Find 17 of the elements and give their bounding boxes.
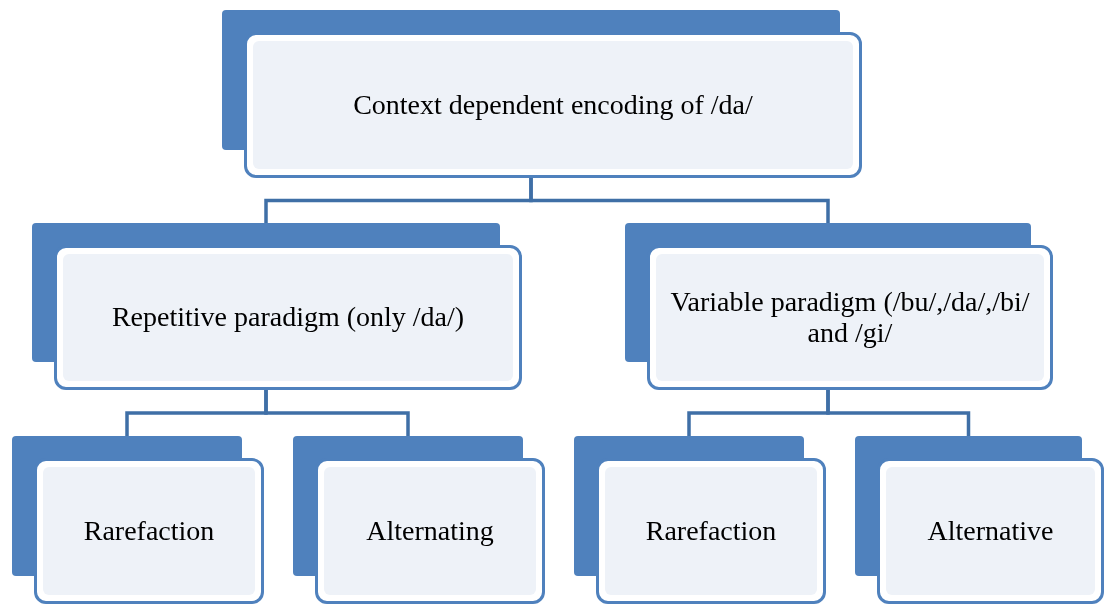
node-box bbox=[222, 10, 862, 178]
node-box bbox=[293, 436, 545, 604]
node-box bbox=[574, 436, 826, 604]
node-label: Rarefaction bbox=[83, 515, 215, 547]
node-box bbox=[625, 223, 1053, 390]
node-label: Alternating bbox=[366, 515, 494, 547]
connector-line bbox=[264, 390, 410, 436]
node-box bbox=[32, 223, 522, 390]
node-label: Context dependent encoding of /da/ bbox=[353, 89, 753, 121]
node-label: Rarefaction bbox=[645, 515, 777, 547]
node-label: Alternative bbox=[927, 515, 1054, 547]
node-box bbox=[855, 436, 1104, 604]
node-label: Variable paradigm (/bu/,/da/,/bi/ and /gi/ bbox=[669, 286, 1031, 349]
node-box bbox=[12, 436, 264, 604]
connector-line bbox=[529, 178, 830, 223]
connector-line bbox=[826, 390, 971, 436]
node-label: Repetitive paradigm (only /da/) bbox=[111, 302, 465, 333]
